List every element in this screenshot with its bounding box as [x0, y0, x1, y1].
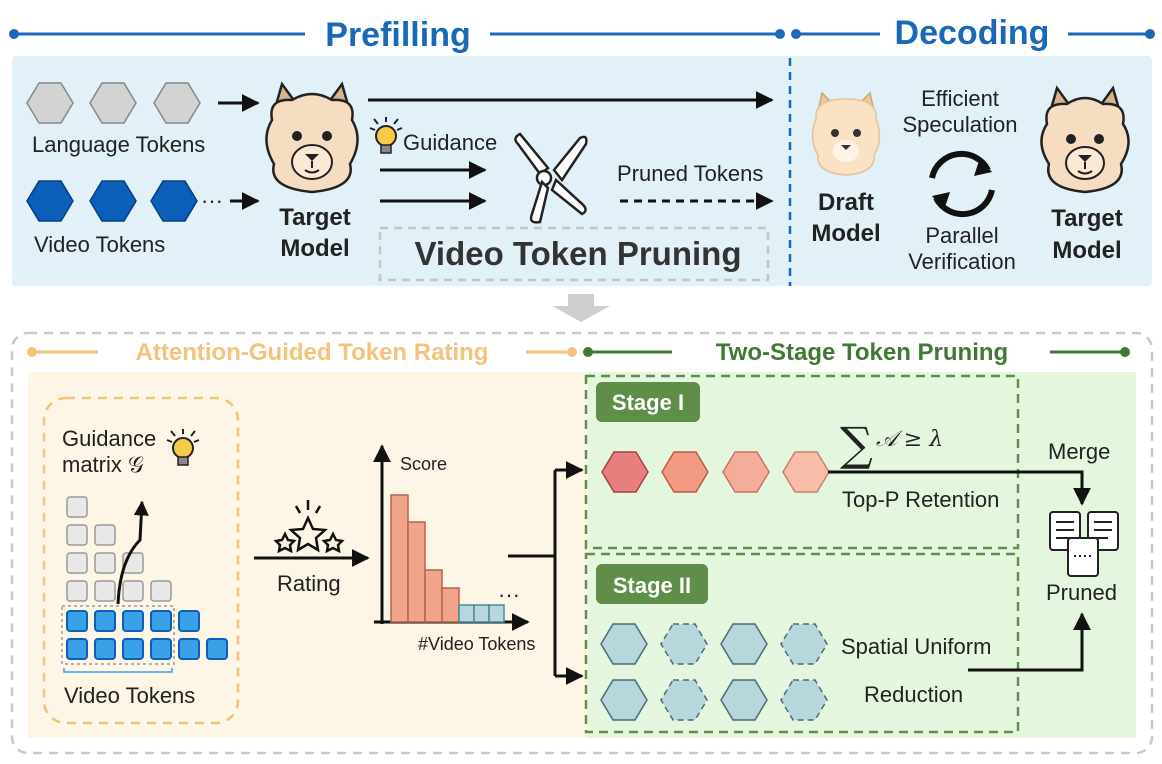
- alpaca-target-model-icon: [265, 81, 359, 194]
- chart-ellipsis: ···: [498, 582, 520, 607]
- score-bar: [407, 521, 426, 623]
- merge-label: Merge: [1048, 439, 1110, 464]
- cycle-refresh-icon: [929, 150, 995, 218]
- video-token-squares: [66, 610, 228, 660]
- stage2-label: Stage II: [613, 573, 691, 598]
- pruned-label: Pruned: [1046, 580, 1117, 605]
- rating-stars-icon: [273, 500, 345, 554]
- pruned-tokens-label: Pruned Tokens: [617, 161, 763, 186]
- merged-documents-icon: [1049, 511, 1119, 577]
- score-bar: [424, 569, 443, 623]
- prefilling-heading: Prefilling: [325, 16, 470, 54]
- stage1-badge: [596, 382, 700, 422]
- top-p-label: Top-P Retention: [842, 487, 999, 512]
- score-bar: [390, 494, 409, 623]
- chart-score-label: Score: [400, 454, 447, 474]
- parallel-label-line2: Verification: [908, 249, 1016, 274]
- down-arrow-icon: [552, 294, 610, 322]
- stage1-label: Stage I: [612, 390, 684, 415]
- alpaca-target-model-right-icon: [1040, 85, 1130, 194]
- alpaca-draft-model-icon: [811, 91, 881, 176]
- bottom-panel-outline: [10, 331, 1154, 755]
- video-token-row: [26, 180, 198, 222]
- arrow-stage1-to-merge: [828, 470, 1091, 506]
- guidance-curve-arrow: [116, 500, 149, 605]
- target-model-label-line1: Target: [279, 204, 351, 231]
- guidance-label: Guidance: [403, 130, 497, 155]
- language-token-row: [26, 82, 201, 124]
- formula-sum-symbol: ∑: [840, 417, 873, 471]
- two-stage-heading: Two-Stage Token Pruning: [716, 339, 1008, 366]
- chart-x-label: #Video Tokens: [418, 634, 535, 654]
- video-tokens-bracket: [63, 668, 173, 673]
- branch-arrows: [508, 461, 584, 685]
- guidance-matrix-label-line2: matrix 𝒢: [62, 452, 144, 477]
- guidance-matrix-label-line1: Guidance: [62, 426, 156, 451]
- rating-panel-bg: [28, 372, 588, 738]
- guidance-matrix-grid: [66, 496, 172, 602]
- guidance-matrix-box: [42, 396, 240, 725]
- rating-label: Rating: [277, 571, 341, 596]
- draft-model-label-line2: Model: [811, 220, 880, 247]
- lightbulb-icon: [166, 429, 200, 466]
- selected-tokens-frame: [61, 605, 175, 665]
- lightbulb-icon: [369, 117, 403, 154]
- formula-condition: 𝒜 ≥ λ: [876, 427, 943, 452]
- video-tokens-ellipsis: ···: [201, 188, 223, 213]
- top-header: Prefilling Decoding: [9, 14, 1155, 54]
- efficient-label-line2: Speculation: [903, 112, 1018, 137]
- video-token-pruning-box: [378, 226, 770, 282]
- video-token-pruning-label: Video Token Pruning: [415, 235, 742, 272]
- parallel-label-line1: Parallel: [925, 223, 998, 248]
- language-tokens-label: Language Tokens: [32, 132, 205, 157]
- score-bar: [488, 604, 505, 623]
- attention-rating-heading: Attention-Guided Token Rating: [136, 339, 489, 366]
- video-tokens-bottom-label: Video Tokens: [64, 683, 195, 708]
- target-model-label-line2: Model: [280, 235, 349, 262]
- arrow-stage2-to-merge: [968, 612, 1091, 672]
- spatial-uniform-label-line2: Reduction: [864, 682, 963, 707]
- spatial-uniform-label-line1: Spatial Uniform: [841, 634, 991, 659]
- draft-model-label-line1: Draft: [818, 189, 874, 216]
- stage1-box: [584, 374, 1020, 550]
- score-bar: [458, 604, 475, 623]
- stage2-box: [584, 552, 1020, 734]
- efficient-label-line1: Efficient: [921, 86, 999, 111]
- score-bar: [473, 604, 490, 623]
- score-bar: [441, 587, 460, 623]
- score-bar-chart: Score ··· #Video Tokens: [373, 444, 535, 654]
- video-tokens-label: Video Tokens: [34, 232, 165, 257]
- stage2-badge: [596, 564, 708, 604]
- target-model-right-label-line1: Target: [1051, 205, 1123, 232]
- decoding-heading: Decoding: [895, 14, 1050, 52]
- target-model-right-label-line2: Model: [1052, 237, 1121, 264]
- pruner-scissors-icon: [514, 132, 588, 224]
